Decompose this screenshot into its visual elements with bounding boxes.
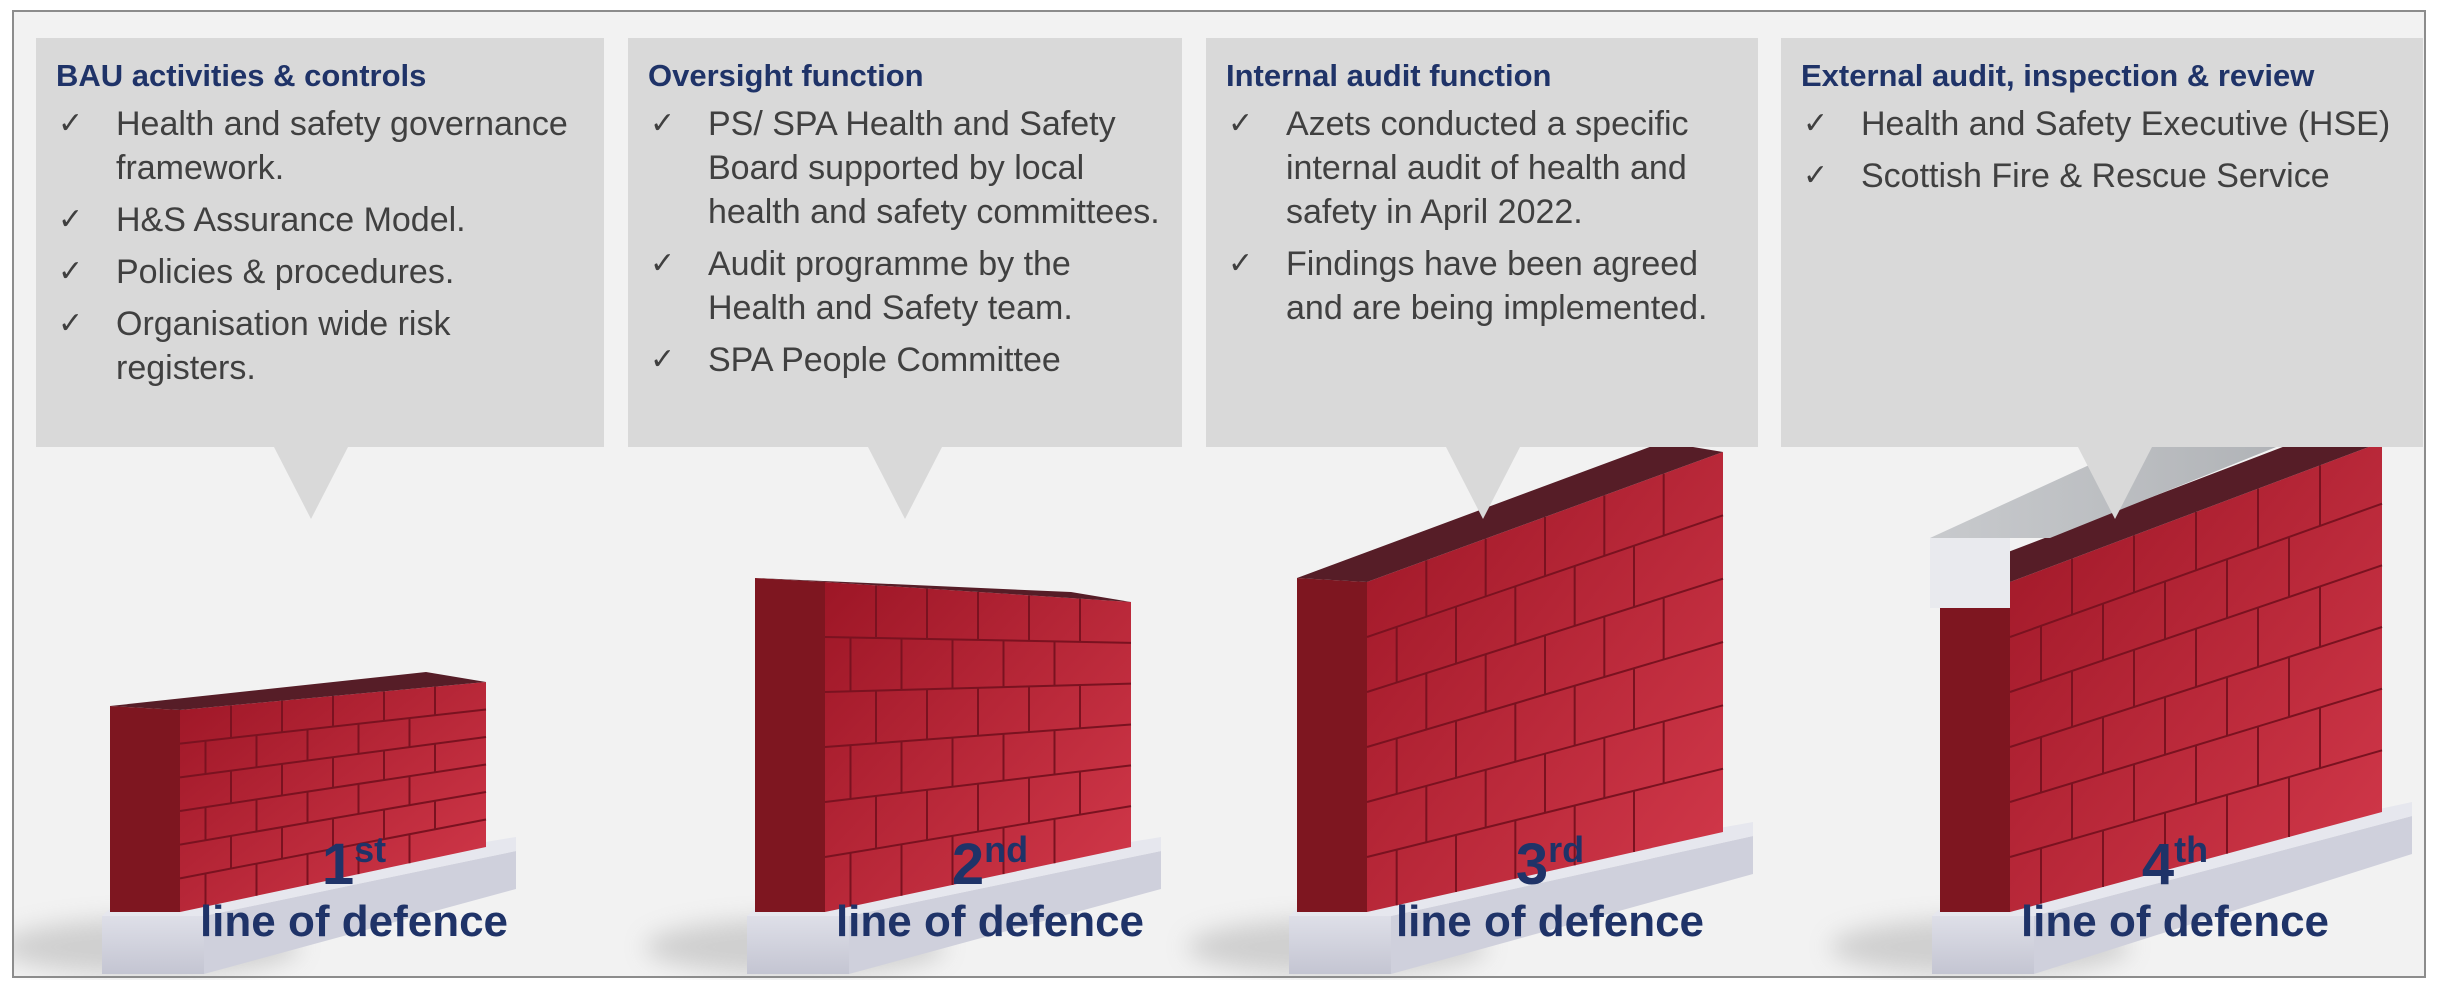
callout-list: ✓Health and safety governance framework.… bbox=[56, 102, 586, 390]
ordinal: 2nd bbox=[951, 829, 1029, 897]
wall-end-face bbox=[755, 578, 825, 912]
line-label-first: 1st line of defence bbox=[164, 829, 544, 948]
callout-fourth-line: External audit, inspection & review ✓Hea… bbox=[1781, 38, 2423, 519]
check-icon: ✓ bbox=[58, 202, 84, 237]
check-icon: ✓ bbox=[58, 254, 84, 289]
callout-heading: BAU activities & controls bbox=[56, 58, 427, 93]
check-icon: ✓ bbox=[58, 106, 84, 141]
check-icon: ✓ bbox=[650, 246, 676, 281]
check-icon: ✓ bbox=[650, 106, 676, 141]
callout-third-line: Internal audit function ✓Azets conducted… bbox=[1206, 38, 1758, 519]
ordinal: 1st bbox=[321, 829, 387, 897]
wall-end-face bbox=[110, 706, 180, 912]
check-icon: ✓ bbox=[1803, 158, 1829, 193]
list-item: ✓Policies & procedures. bbox=[56, 250, 586, 294]
callout-heading: Internal audit function bbox=[1226, 58, 1552, 93]
wall-base-front bbox=[1932, 916, 2034, 974]
list-item: ✓Health and Safety Executive (HSE) bbox=[1801, 102, 2405, 146]
check-icon: ✓ bbox=[1228, 246, 1254, 281]
wall-cap-front bbox=[1930, 538, 2010, 608]
list-item: ✓H&S Assurance Model. bbox=[56, 198, 586, 242]
wall-base-side bbox=[2034, 816, 2412, 974]
callout-first-line: BAU activities & controls ✓Health and sa… bbox=[36, 38, 604, 519]
line-label-third: 3rd line of defence bbox=[1360, 829, 1740, 948]
wall-top-face bbox=[1940, 432, 2382, 582]
ordinal: 3rd bbox=[1515, 829, 1585, 897]
wall-base-side bbox=[204, 851, 516, 974]
callout-pointer bbox=[1446, 447, 1520, 519]
list-item: ✓Scottish Fire & Rescue Service bbox=[1801, 154, 2405, 198]
wall-base-front bbox=[1289, 916, 1391, 974]
list-item: ✓Findings have been agreed and are being… bbox=[1226, 242, 1740, 330]
line-label-second: 2nd line of defence bbox=[800, 829, 1180, 948]
line-of-defence-text: line of defence bbox=[1395, 897, 1705, 946]
callout-list: ✓PS/ SPA Health and Safety Board support… bbox=[648, 102, 1164, 382]
wall-base-side bbox=[849, 851, 1161, 974]
wall-end-face bbox=[1940, 578, 2010, 912]
wall-base-side bbox=[1391, 836, 1753, 974]
line-of-defence-text: line of defence bbox=[2020, 897, 2330, 946]
callout-pointer bbox=[274, 447, 348, 519]
callout-second-line: Oversight function ✓PS/ SPA Health and S… bbox=[628, 38, 1182, 519]
wall-base-front bbox=[747, 916, 849, 974]
callout-heading: External audit, inspection & review bbox=[1801, 58, 2315, 93]
wall-end-face bbox=[1297, 578, 1367, 912]
list-item: ✓Health and safety governance framework. bbox=[56, 102, 586, 190]
callout-list: ✓Health and Safety Executive (HSE) ✓Scot… bbox=[1801, 102, 2405, 198]
list-item: ✓Audit programme by the Health and Safet… bbox=[648, 242, 1164, 330]
list-item: ✓Organisation wide risk registers. bbox=[56, 302, 586, 390]
check-icon: ✓ bbox=[650, 342, 676, 377]
walls-illustration bbox=[14, 372, 2412, 975]
ordinal: 4th bbox=[2141, 829, 2209, 897]
line-of-defence-text: line of defence bbox=[835, 897, 1145, 946]
line-label-fourth: 4th line of defence bbox=[1985, 829, 2365, 948]
wall-base-front bbox=[102, 916, 204, 974]
callout-heading: Oversight function bbox=[648, 58, 924, 93]
list-item: ✓PS/ SPA Health and Safety Board support… bbox=[648, 102, 1164, 234]
callout-pointer bbox=[2078, 447, 2152, 519]
lines-of-defence-slide: BAU activities & controls ✓Health and sa… bbox=[12, 10, 2426, 978]
line-of-defence-text: line of defence bbox=[199, 897, 509, 946]
check-icon: ✓ bbox=[58, 306, 84, 341]
callout-list: ✓Azets conducted a specific internal aud… bbox=[1226, 102, 1740, 330]
wall-top-face bbox=[110, 672, 486, 710]
list-item: ✓SPA People Committee bbox=[648, 338, 1164, 382]
callout-pointer bbox=[868, 447, 942, 519]
list-item: ✓Azets conducted a specific internal aud… bbox=[1226, 102, 1740, 234]
check-icon: ✓ bbox=[1803, 106, 1829, 141]
check-icon: ✓ bbox=[1228, 106, 1254, 141]
